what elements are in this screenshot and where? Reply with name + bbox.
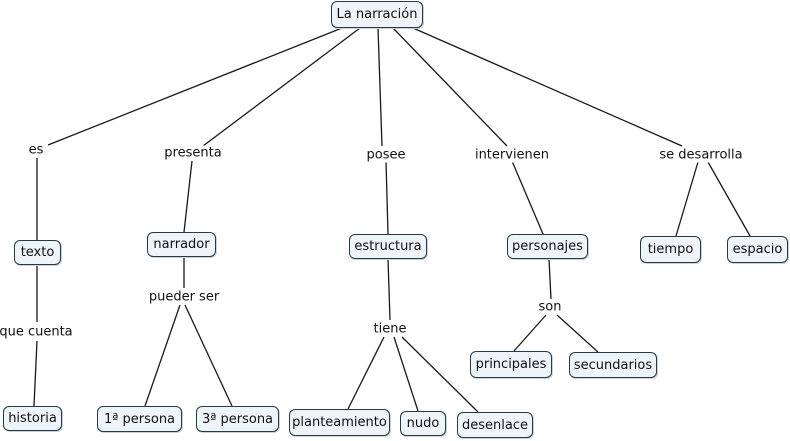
concept-primera-persona[interactable]: 1ª persona bbox=[97, 406, 182, 432]
concept-estructura[interactable]: estructura bbox=[349, 234, 427, 259]
link-que-cuenta: que cuenta bbox=[0, 324, 75, 340]
link-se-desarrolla: se desarrolla bbox=[657, 147, 745, 163]
concept-tiempo[interactable]: tiempo bbox=[640, 236, 701, 263]
concept-principales[interactable]: principales bbox=[470, 351, 552, 378]
concept-personajes[interactable]: personajes bbox=[507, 234, 588, 259]
concept-secundarios[interactable]: secundarios bbox=[569, 352, 657, 378]
concept-texto[interactable]: texto bbox=[14, 240, 61, 265]
link-tiene: tiene bbox=[371, 321, 409, 337]
link-son: son bbox=[536, 299, 564, 315]
concept-narrador[interactable]: narrador bbox=[147, 232, 216, 257]
link-pueder-ser: pueder ser bbox=[146, 289, 222, 305]
concept-espacio[interactable]: espacio bbox=[727, 236, 788, 263]
concept-planteamiento[interactable]: planteamiento bbox=[289, 409, 390, 436]
concept-tercera-persona[interactable]: 3ª persona bbox=[196, 406, 279, 432]
link-intervienen: intervienen bbox=[472, 147, 552, 163]
link-posee: posee bbox=[364, 147, 408, 163]
link-es: es bbox=[26, 142, 46, 158]
root-concept[interactable]: La narración bbox=[331, 1, 423, 28]
concept-desenlace[interactable]: desenlace bbox=[457, 412, 533, 438]
concept-nudo[interactable]: nudo bbox=[400, 411, 446, 436]
link-presenta: presenta bbox=[162, 145, 224, 161]
concept-historia[interactable]: historia bbox=[3, 406, 62, 431]
